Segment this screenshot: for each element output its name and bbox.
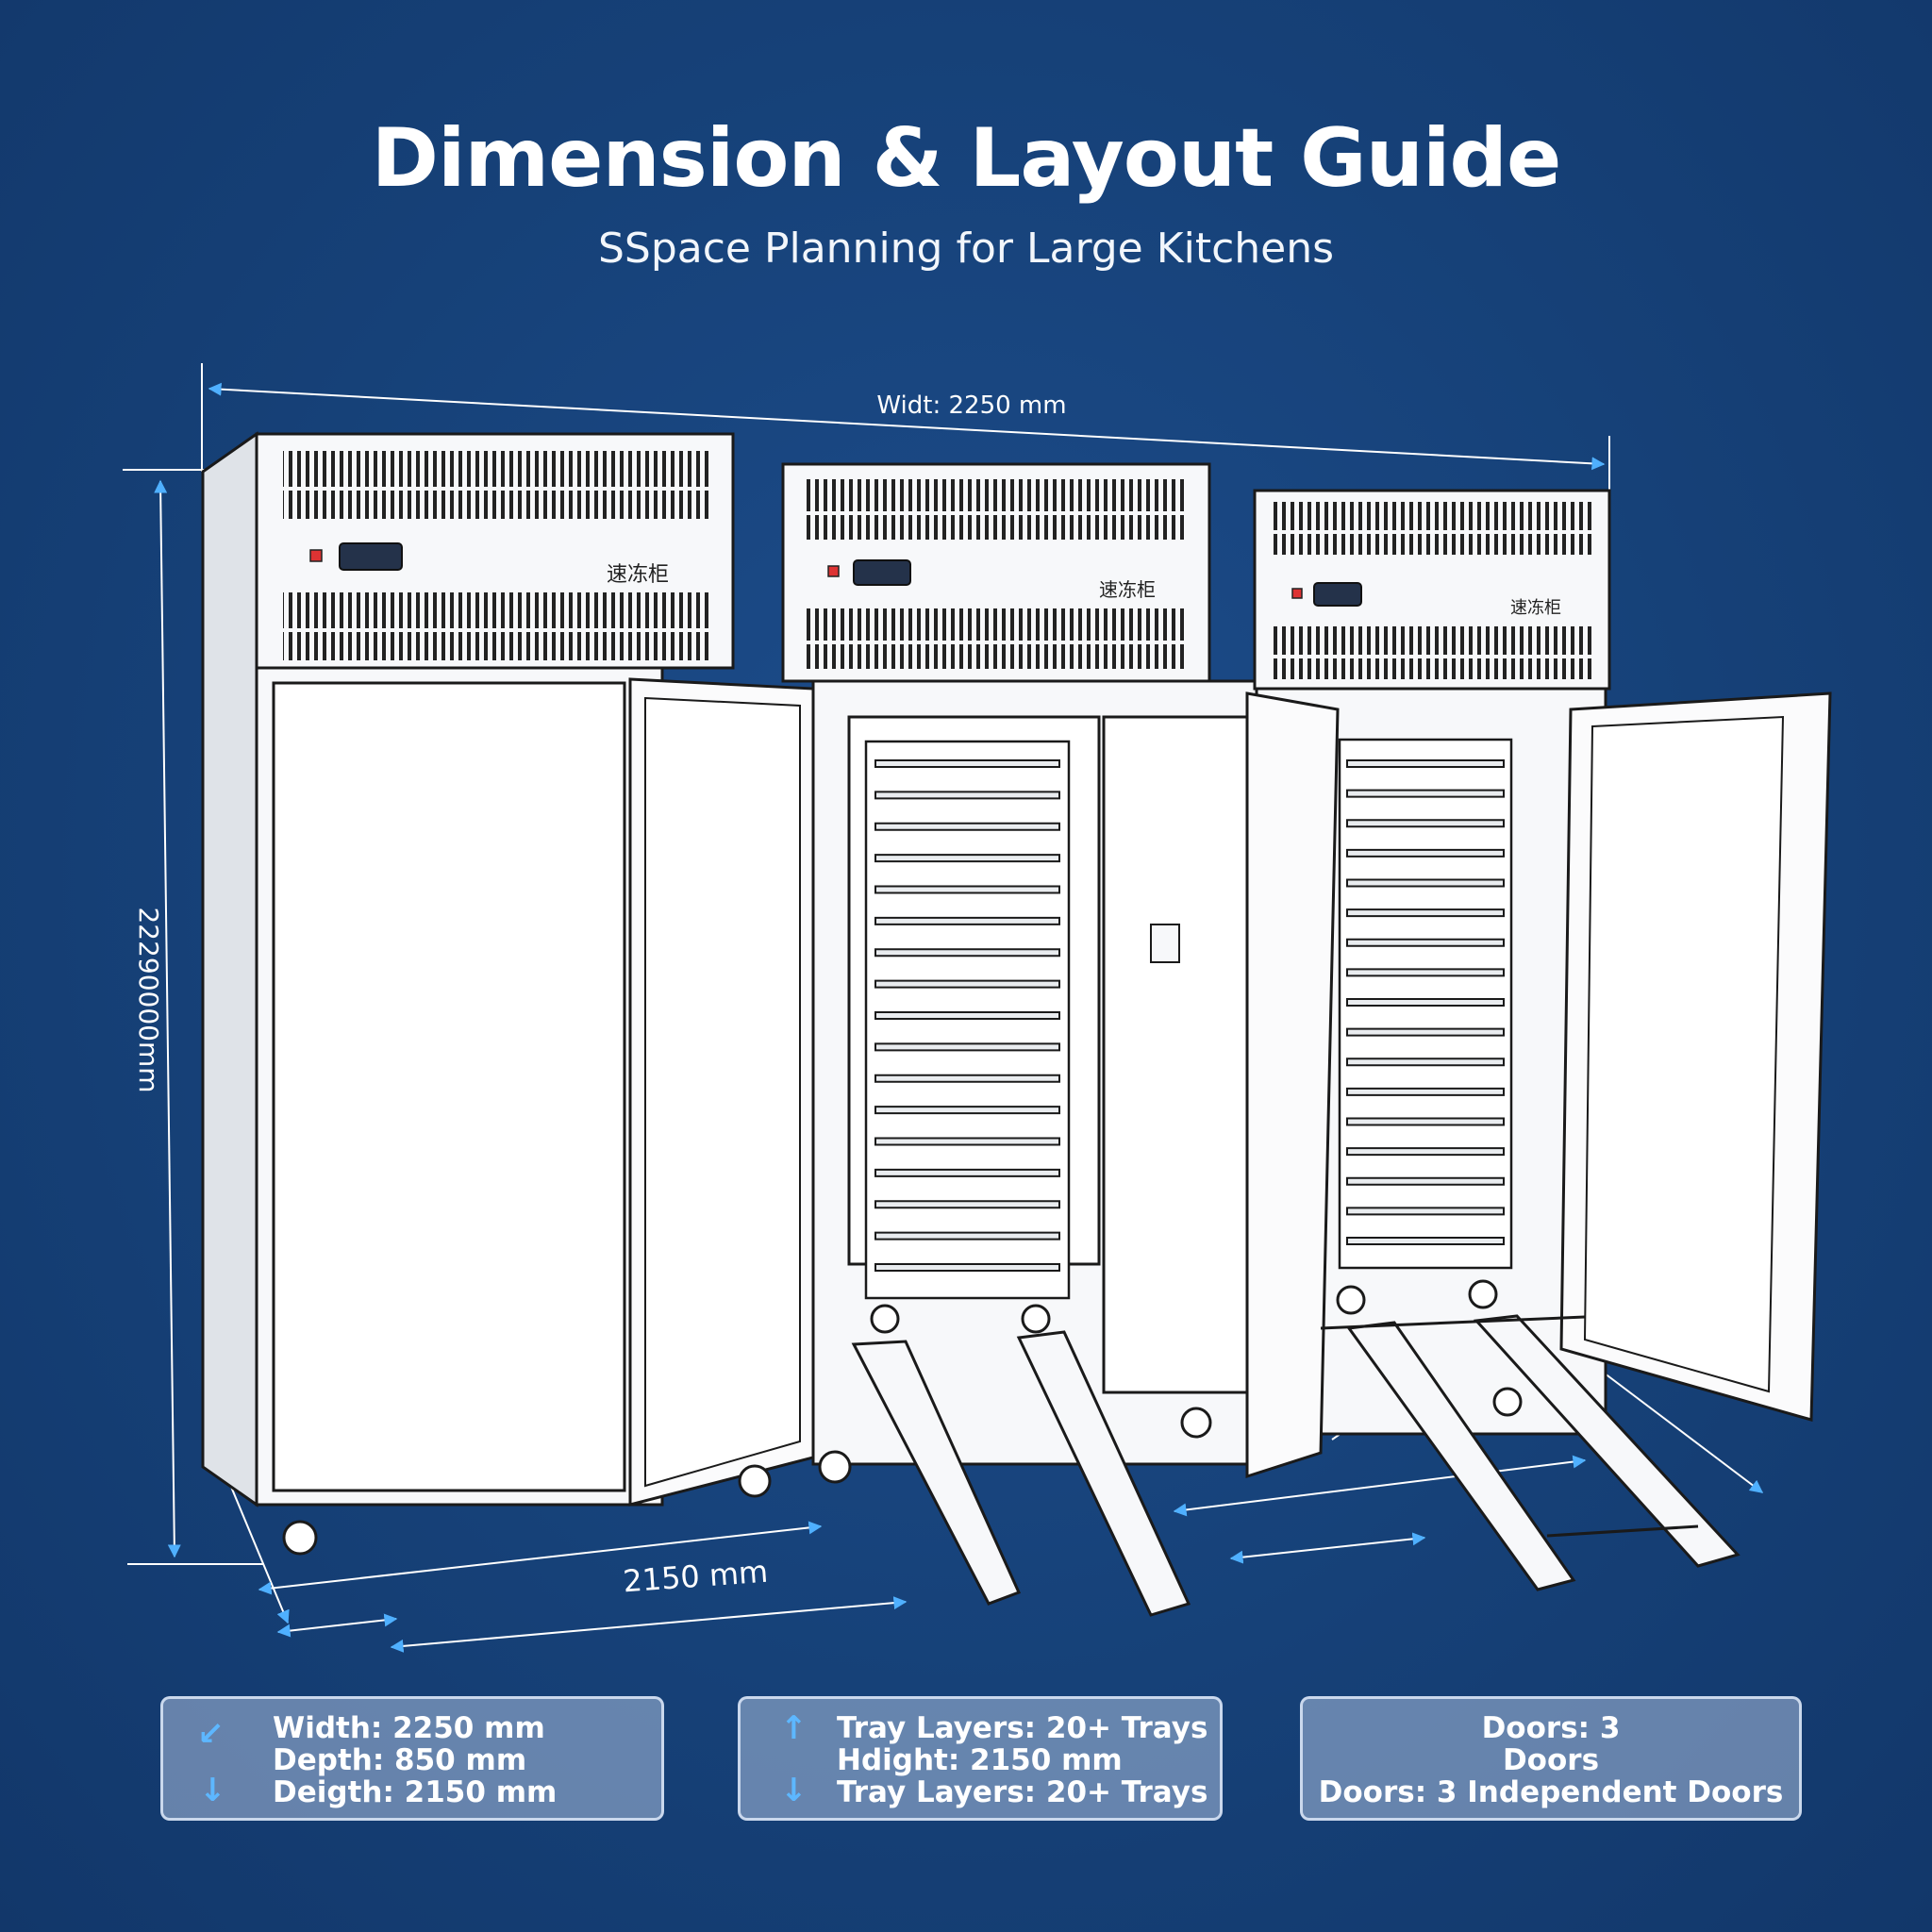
tray-shelf bbox=[874, 759, 1060, 768]
loading-ramps-right bbox=[1320, 1314, 1740, 1591]
loading-ramps-middle bbox=[851, 1330, 1191, 1617]
tray-shelf bbox=[1346, 878, 1505, 888]
info-line: Doors: 3 Independent Doors bbox=[1318, 1775, 1784, 1809]
unit-label-middle: 速冻柜 bbox=[1099, 578, 1156, 601]
tray-shelf bbox=[874, 979, 1060, 989]
tray-shelf bbox=[874, 854, 1060, 863]
casters-left bbox=[282, 1520, 318, 1556]
tray-shelf bbox=[874, 1168, 1060, 1177]
down-arrow-icon: ↓ bbox=[780, 1772, 808, 1809]
info-line: Deigth: 2150 mm bbox=[273, 1775, 558, 1809]
tray-shelf bbox=[1346, 819, 1505, 828]
tray-shelf bbox=[1346, 1058, 1505, 1067]
tray-shelf bbox=[1346, 759, 1505, 768]
tray-shelf bbox=[1346, 1117, 1505, 1126]
unit-label-right: 速冻柜 bbox=[1510, 598, 1561, 618]
width-dimension: Widt: 2250 mm bbox=[201, 363, 1610, 514]
tray-shelf bbox=[1346, 1207, 1505, 1216]
tray-shelf bbox=[874, 1137, 1060, 1146]
height-label: 22290000mm bbox=[133, 907, 164, 1092]
tray-shelf bbox=[874, 791, 1060, 800]
info-line: Width: 2250 mm bbox=[273, 1711, 545, 1745]
diagonal-arrow-icon: ↙ bbox=[197, 1715, 225, 1753]
depth-label: 2150 mm bbox=[622, 1554, 769, 1600]
freezer-unit-left: 速冻柜 bbox=[201, 431, 815, 1507]
tray-shelf bbox=[874, 1011, 1060, 1020]
tray-shelf bbox=[1346, 1027, 1505, 1037]
tray-shelf bbox=[874, 822, 1060, 831]
tray-shelf bbox=[874, 1074, 1060, 1083]
page-title: Dimension & Layout Guide bbox=[371, 111, 1562, 206]
info-line: Doors: 3 bbox=[1481, 1711, 1621, 1745]
tray-shelf bbox=[874, 1263, 1060, 1272]
tray-shelf bbox=[1346, 1237, 1505, 1245]
tray-shelf bbox=[874, 1200, 1060, 1209]
tray-shelf bbox=[874, 1106, 1060, 1115]
tray-shelf bbox=[1346, 938, 1505, 947]
unit-label-left: 速冻柜 bbox=[607, 563, 669, 587]
tray-shelf bbox=[1346, 1147, 1505, 1157]
tray-shelf bbox=[1346, 789, 1505, 798]
width-label: Widt: 2250 mm bbox=[876, 391, 1066, 420]
up-arrow-icon: ↑ bbox=[780, 1709, 808, 1747]
tray-shelf bbox=[874, 916, 1060, 925]
page-subtitle: SSpace Planning for Large Kitchens bbox=[597, 225, 1335, 273]
info-box-trays: ↑ ↓ Tray Layers: 20+ Trays Hdight: 2150 … bbox=[738, 1696, 1223, 1821]
info-line: Doors bbox=[1502, 1743, 1600, 1777]
tray-shelf bbox=[874, 1231, 1060, 1241]
info-line: Tray Layers: 20+ Trays bbox=[837, 1775, 1208, 1809]
tray-shelf bbox=[1346, 1176, 1505, 1186]
tray-shelf bbox=[1346, 908, 1505, 918]
info-line: Depth: 850 mm bbox=[273, 1743, 527, 1777]
tray-shelf bbox=[1346, 1087, 1505, 1096]
tray-shelf bbox=[1346, 848, 1505, 858]
info-box-doors: Doors: 3 Doors Doors: 3 Independent Door… bbox=[1300, 1696, 1802, 1821]
tray-shelf bbox=[1346, 998, 1505, 1007]
down-arrow-icon: ↓ bbox=[199, 1772, 226, 1809]
tray-shelf bbox=[874, 948, 1060, 958]
info-box-dimensions: ↙ ↓ Width: 2250 mm Depth: 850 mm Deigth:… bbox=[160, 1696, 664, 1821]
tray-shelf bbox=[874, 1042, 1060, 1052]
tray-shelf bbox=[874, 885, 1060, 894]
tray-shelves bbox=[874, 759, 1505, 1272]
info-line: Hdight: 2150 mm bbox=[837, 1743, 1123, 1777]
info-line: Tray Layers: 20+ Trays bbox=[837, 1711, 1208, 1745]
tray-shelf bbox=[1346, 968, 1505, 977]
